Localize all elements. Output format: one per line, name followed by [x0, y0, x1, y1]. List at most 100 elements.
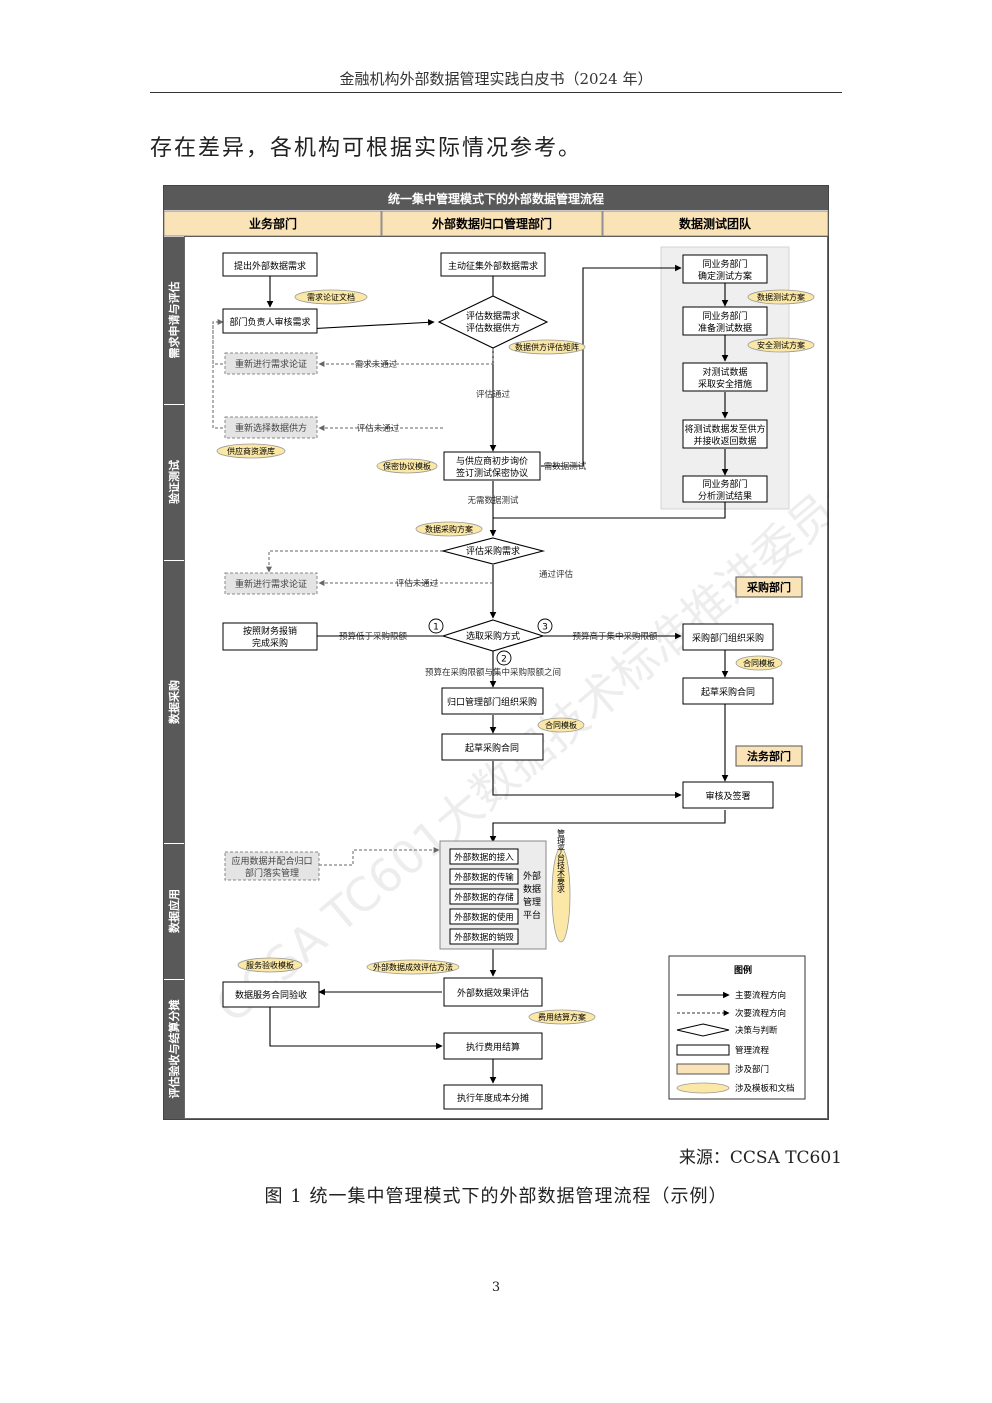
box-draft-contract-2	[682, 677, 774, 705]
legend-process-box	[676, 1044, 730, 1056]
platform-label-1: 外部	[523, 870, 541, 882]
column-label-testing: 数据测试团队	[679, 216, 752, 231]
doc-procure-plan	[415, 521, 483, 537]
doc-platform-spec-label: 管理平台技术要求	[557, 828, 566, 893]
box-test-analysis-line1: 同业务部门	[702, 478, 747, 490]
platform-item-storage-label: 外部数据的存储	[454, 892, 514, 903]
doc-effect-method-label: 外部数据成效评估方法	[373, 962, 453, 972]
num-circle-2	[496, 650, 512, 666]
decision-diamonds: 评估数据需求 评估数据供方 评估采购需求 选取采购方式	[437, 295, 549, 652]
box-collect-request	[440, 252, 546, 277]
box-test-analysis	[682, 475, 768, 503]
platform-item-ingest	[449, 848, 519, 865]
platform-item-transfer	[449, 868, 519, 885]
box-reselect-supplier-label: 重新选择数据供方	[235, 422, 307, 434]
phase-bar-5	[164, 980, 184, 1119]
column-label-business: 业务部门	[249, 216, 297, 231]
box-reselect-supplier	[224, 416, 318, 439]
num-circle-1	[428, 618, 444, 634]
box-finance-reimburse	[222, 622, 318, 651]
phase-bars: 需求申请与评估 验证测试 数据采购 数据应用 评估验收与结算分摊	[164, 237, 184, 1119]
figure-caption: 图 1 统一集中管理模式下的外部数据管理流程（示例）	[264, 1186, 728, 1207]
doc-contract-template-2-label: 合同模板	[743, 658, 775, 668]
legend-item-process: 管理流程	[735, 1045, 770, 1056]
doc-nda-template	[376, 458, 438, 474]
doc-supplier-matrix-label: 数据供方评估矩阵	[515, 342, 579, 352]
box-redo-argument-1	[224, 352, 318, 375]
edge-labels: 需求未通过 评估通过 评估未通过 需数据测试 无需数据测试 评估未通过 通过评估…	[339, 359, 658, 678]
doc-nda-template-label: 保密协议模板	[383, 461, 431, 471]
edge-label-assess-fail-1: 评估未通过	[357, 423, 400, 434]
doc-contract-template-1	[537, 717, 585, 733]
phase-label-4: 数据应用	[167, 889, 181, 933]
legend-item-decision: 决策与判断	[735, 1025, 778, 1036]
box-review-sign-label: 审核及签署	[705, 790, 750, 802]
edge-label-need-rejected: 需求未通过	[355, 359, 398, 370]
legend-item-secondary: 次要流程方向	[735, 1008, 786, 1019]
legend-dept-box	[676, 1063, 730, 1075]
box-cost-allocate	[443, 1084, 543, 1110]
doc-need-argument-label: 需求论证文档	[307, 292, 355, 302]
box-redo-argument-2	[224, 572, 318, 595]
settlement-boxes: 外部数据效果评估 数据服务合同验收 执行费用结算 执行年度成本分摊	[222, 977, 543, 1110]
phase-label-2: 验证测试	[167, 460, 181, 504]
flowchart: 统一集中管理模式下的外部数据管理流程 业务部门 外部数据归口管理部门 数据测试团…	[163, 185, 829, 1120]
diagram-title: 统一集中管理模式下的外部数据管理流程	[388, 191, 604, 206]
platform-item-usage-label: 外部数据的使用	[454, 912, 514, 923]
box-effect-eval	[443, 977, 543, 1007]
box-submit-request	[222, 252, 318, 277]
phase-label-3: 数据采购	[167, 680, 181, 724]
box-governance-procure	[441, 687, 544, 715]
doc-acceptance-template-label: 服务验收模板	[246, 960, 294, 970]
box-contract-accept-label: 数据服务合同验收	[235, 989, 307, 1001]
box-effect-eval-label: 外部数据效果评估	[457, 987, 529, 999]
platform-label-2: 数据	[523, 883, 541, 895]
num-2: 2	[501, 655, 507, 665]
main-edges	[266, 264, 729, 1084]
doc-effect-method	[366, 959, 460, 975]
doc-acceptance-template	[237, 957, 303, 973]
platform-item-destroy	[449, 928, 519, 945]
doc-fee-plan-label: 费用结算方案	[538, 1012, 586, 1022]
legend-item-main: 主要流程方向	[735, 990, 786, 1001]
box-test-analysis-line2: 分析测试结果	[698, 490, 752, 502]
diamond-assess-need-line1: 评估数据需求	[466, 310, 520, 322]
doc-supplier-matrix	[508, 339, 586, 355]
box-test-plan	[682, 254, 768, 284]
edge-label-between-limits: 预算在采购限额与集中采购限额之间	[425, 667, 561, 678]
diamond-assess-procure	[440, 537, 546, 565]
legend: 图例 主要流程方向 次要流程方向 决策与判断 管理流程 涉及部门 涉及模板和文档	[668, 955, 806, 1100]
dept-tag-legal	[735, 745, 803, 767]
diamond-procure-method-label: 选取采购方式	[466, 630, 520, 642]
box-procure-dept-label: 采购部门组织采购	[692, 632, 764, 644]
doc-platform-spec	[551, 847, 571, 943]
intro-text: 存在差异，各机构可根据实际情况参考。	[150, 136, 583, 161]
box-test-exchange-line1: 将测试数据发至供方	[684, 423, 765, 435]
page-header: 金融机构外部数据管理实践白皮书（2024 年）	[339, 70, 653, 88]
box-test-data-line2: 准备测试数据	[698, 322, 752, 334]
box-test-security-line1: 对测试数据	[702, 366, 747, 378]
box-draft-contract-1	[441, 733, 544, 761]
box-test-security-line2: 采取安全措施	[698, 378, 752, 390]
platform-item-usage	[449, 908, 519, 925]
box-dept-review	[222, 308, 318, 334]
edge-label-assess-fail-2: 评估未通过	[396, 578, 439, 589]
box-test-exchange	[682, 419, 768, 449]
box-fee-settle	[443, 1032, 543, 1060]
box-redo-argument-2-label: 重新进行需求论证	[235, 578, 307, 590]
platform-group: 外部数据的接入 外部数据的传输 外部数据的存储 外部数据的使用 外部数据的销毁 …	[439, 840, 547, 950]
diamond-assess-procure-label: 评估采购需求	[466, 545, 520, 557]
document-ovals: 需求论证文档 数据供方评估矩阵 供应商资源库 保密协议模板 数据测试方案 安全测…	[216, 289, 815, 1025]
edge-label-needs-test: 需数据测试	[544, 461, 587, 472]
box-apply-data-line1: 应用数据并配合归口	[231, 855, 312, 867]
doc-supplier-pool-label: 供应商资源库	[227, 446, 275, 456]
box-test-data	[682, 306, 768, 336]
diamond-assess-need-line2: 评估数据供方	[466, 322, 520, 334]
legend-item-doc: 涉及模板和文档	[735, 1083, 795, 1094]
legend-diamond	[676, 1023, 730, 1037]
doc-supplier-pool	[216, 443, 286, 459]
box-draft-contract-2-label: 起草采购合同	[701, 686, 755, 698]
doc-contract-template-1-label: 合同模板	[545, 720, 577, 730]
column-header-business	[163, 210, 382, 237]
box-apply-data-line2: 部门落实管理	[245, 867, 299, 879]
